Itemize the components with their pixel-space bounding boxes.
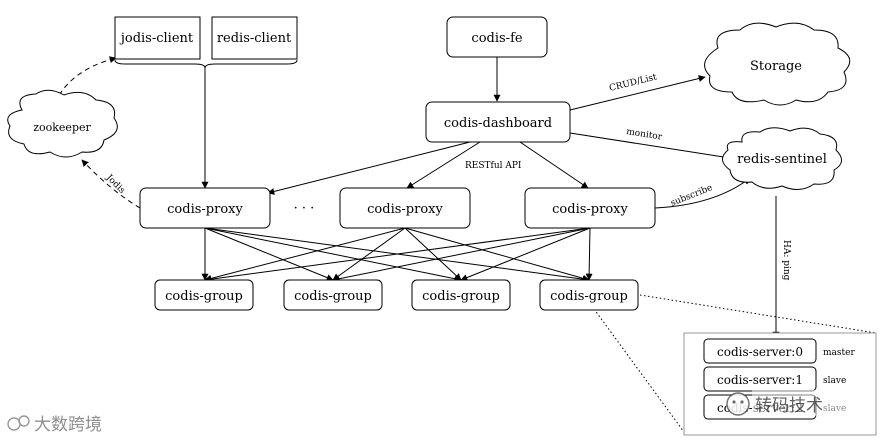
codis-group-3-label: codis-group	[422, 289, 500, 304]
redis-client-box	[211, 16, 298, 60]
codis-group-4-label: codis-group	[550, 289, 628, 304]
codis-server-1-label: codis-server:1	[717, 373, 803, 387]
proxy-ellipsis: · · ·	[294, 201, 315, 216]
watermark-right-text: 转码技术	[755, 396, 823, 416]
codis-server-0-box	[703, 338, 817, 364]
codis-server-0-label: codis-server:0	[717, 345, 803, 359]
codis-proxy-2-box	[339, 187, 471, 229]
watermark-left-text: 大数跨境	[34, 415, 102, 435]
codis-dashboard-node: codis-dashboard	[425, 101, 571, 143]
label-restful-api: RESTful API	[465, 161, 522, 171]
codis-proxy-3-box	[524, 187, 656, 229]
edge-dashboard-to-proxy-1	[267, 141, 471, 195]
storage-label: Storage	[750, 59, 802, 74]
codis-proxy-2-label: codis-proxy	[367, 202, 443, 217]
edge-zookeeper-to-jodis-client	[54, 56, 117, 104]
codis-group-4-box	[539, 279, 639, 311]
codis-dashboard-box	[425, 101, 571, 143]
watermark-left: 大数跨境	[7, 415, 102, 435]
label-subscribe: subscribe	[669, 183, 714, 209]
zookeeper-label: zookeeper	[33, 121, 91, 134]
edge-dashboard-to-proxy-3	[519, 141, 589, 189]
codis-fe-node: codis-fe	[446, 16, 548, 58]
zookeeper-cloud: zookeeper	[7, 89, 118, 158]
label-monitor: monitor	[626, 127, 664, 143]
codis-server-detail: codis-server:0 master codis-server:1 sla…	[683, 332, 877, 436]
label-ha-ping: HA: ping	[781, 240, 791, 281]
codis-group-1-label: codis-group	[165, 289, 243, 304]
redis-sentinel-cloud: redis-sentinel	[722, 127, 842, 190]
role-slave-1: slave	[823, 376, 846, 386]
codis-proxy-1-box	[139, 187, 271, 229]
zoom-line-bottom	[593, 308, 685, 433]
storage-cloud: Storage	[704, 22, 851, 106]
codis-group-3-box	[411, 279, 511, 311]
edge-proxy-to-sentinel-subscribe	[654, 177, 751, 209]
codis-group-2-label: codis-group	[294, 289, 372, 304]
edge-proxy-to-zookeeper	[81, 159, 141, 209]
role-master: master	[823, 348, 855, 358]
codis-fe-box	[446, 16, 548, 58]
proxy-group-mesh	[201, 227, 593, 283]
redis-sentinel-label: redis-sentinel	[737, 152, 827, 167]
edge-dashboard-to-storage	[569, 75, 706, 111]
watermark-right: 转码技术	[726, 390, 864, 416]
client-brace	[114, 59, 298, 69]
codis-proxy-nodes: codis-proxy · · · codis-proxy codis-prox…	[139, 187, 656, 229]
edges	[54, 56, 877, 433]
codis-fe-label: codis-fe	[471, 31, 522, 46]
redis-client-label: redis-client	[217, 31, 292, 46]
zoom-line-top	[639, 294, 877, 334]
codis-proxy-3-label: codis-proxy	[552, 202, 628, 217]
codis-proxy-1-label: codis-proxy	[167, 202, 243, 217]
jodis-client-label: jodis-client	[119, 31, 194, 46]
jodis-client-box	[114, 16, 201, 60]
codis-group-2-box	[283, 279, 383, 311]
client-nodes: jodis-client redis-client	[114, 16, 298, 60]
edge-dashboard-to-sentinel	[569, 132, 731, 161]
codis-group-1-box	[154, 279, 254, 311]
edge-dashboard-to-proxy-2	[406, 141, 481, 189]
codis-dashboard-label: codis-dashboard	[444, 116, 552, 131]
codis-group-nodes: codis-group codis-group codis-group codi…	[154, 279, 639, 311]
